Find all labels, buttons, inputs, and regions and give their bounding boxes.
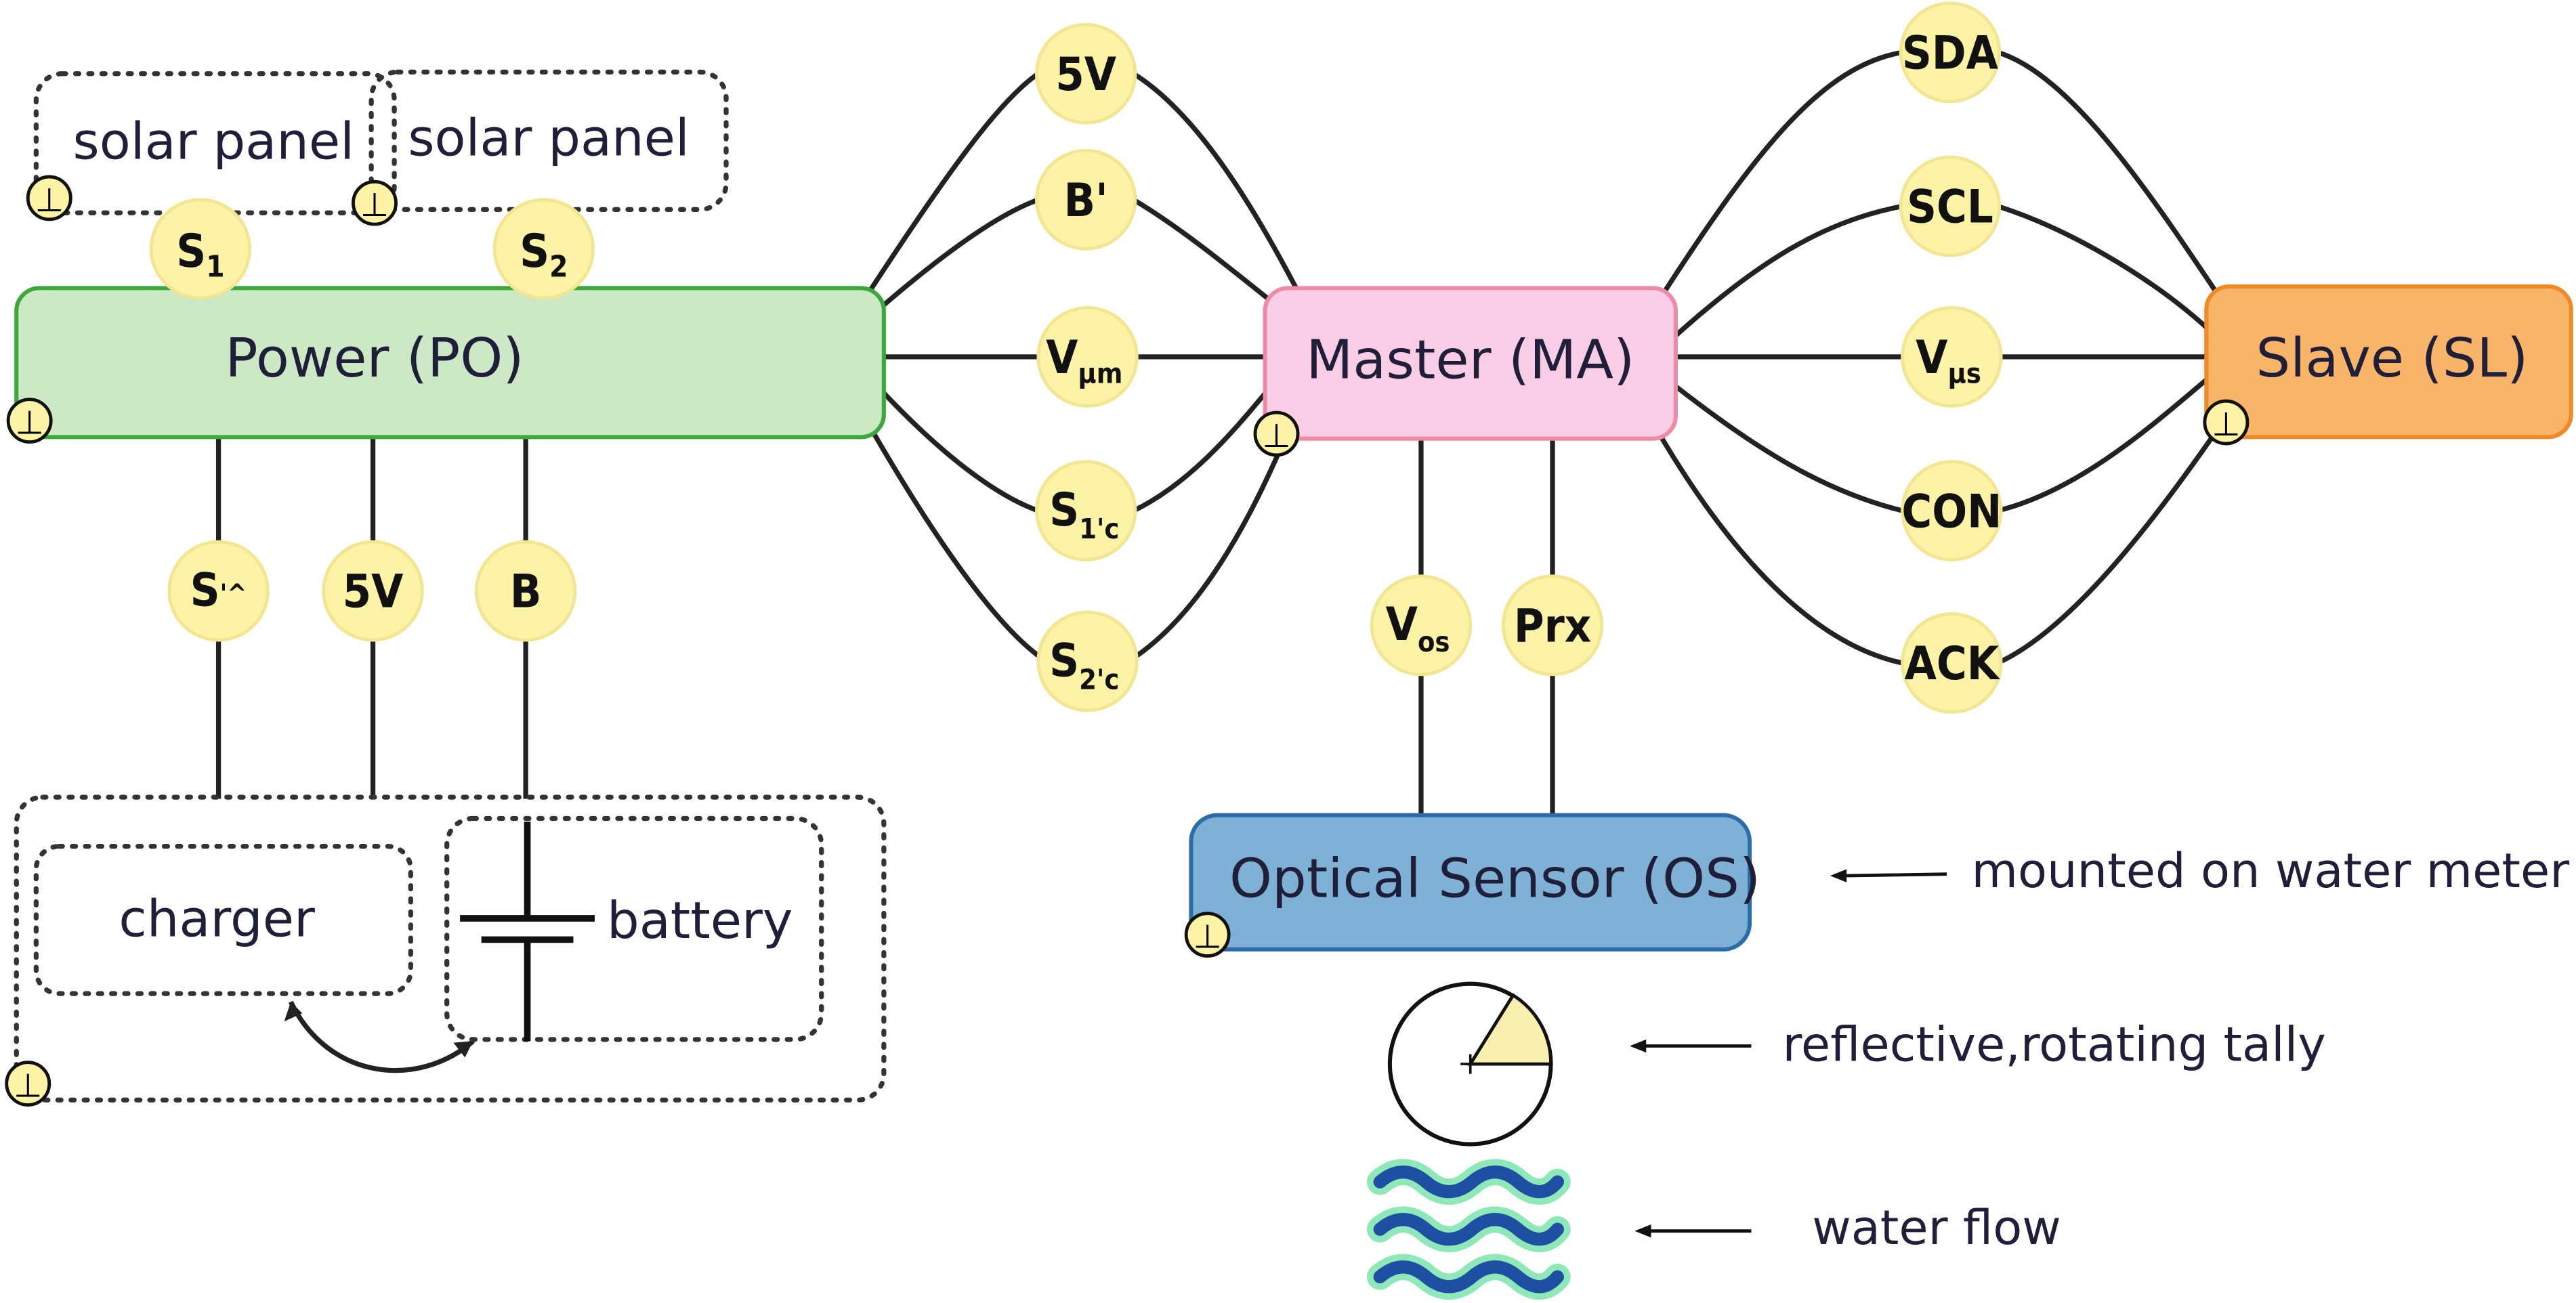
water-flow-icon — [1366, 1159, 1571, 1300]
wire-power-5v-top — [865, 71, 1040, 297]
svg-text:S'^: S'^ — [190, 563, 247, 616]
charging-unit: charger battery — [14, 794, 887, 1103]
wire-5v-master — [1132, 71, 1301, 293]
charger-label: charger — [119, 889, 315, 949]
wire-scl-slave — [1997, 204, 2208, 330]
signal-s-charge: S'^ — [167, 540, 270, 642]
svg-text:S1'c: S1'c — [1049, 483, 1119, 545]
rotating-tally — [1387, 981, 1553, 1147]
ground-symbols: ⊥ ⊥ ⊥ ⊥ ⊥ ⊥ ⊥ — [5, 175, 2250, 1107]
power-block: Power (PO) — [14, 286, 886, 440]
wire-master-con — [1674, 384, 1903, 513]
signal-5v-bottom: 5V — [322, 540, 424, 642]
signal-b-prime: B' — [1034, 148, 1137, 251]
charger-arrowhead — [284, 1002, 303, 1022]
wire-master-ack — [1657, 432, 1903, 666]
svg-text:⊥: ⊥ — [2212, 406, 2240, 444]
wire-master-sda — [1660, 49, 1903, 297]
ground-icon-master: ⊥ — [1253, 410, 1300, 457]
annotation-tally: reflective,rotating tally — [1783, 1017, 2326, 1072]
wire-ack-slave — [1996, 427, 2220, 666]
ground-icon-sensor: ⊥ — [1184, 912, 1231, 958]
wire-master-scl — [1674, 203, 1903, 338]
signal-ack: ACK — [1901, 612, 2003, 714]
svg-text:S1: S1 — [176, 224, 224, 284]
svg-text:Vµs: Vµs — [1916, 330, 1981, 389]
wire-s2c-master — [1132, 437, 1287, 660]
battery-box — [444, 815, 824, 1042]
svg-text:ACK: ACK — [1905, 637, 2001, 690]
ground-icon-power: ⊥ — [6, 398, 53, 444]
signal-con: CON — [1901, 460, 2003, 562]
ground-icon-slave: ⊥ — [2203, 399, 2250, 446]
solar-panel-2-label: solar panel — [408, 108, 689, 168]
battery-icon — [460, 821, 595, 1042]
wire-bprime-master — [1132, 197, 1275, 305]
charger-battery-link — [289, 1000, 475, 1073]
signal-v-um: Vµm — [1036, 305, 1139, 408]
arrow-flow — [1634, 1224, 1651, 1238]
signal-v-us: Vµs — [1901, 305, 2003, 408]
annotation-flow: water flow — [1812, 1200, 2061, 1256]
svg-text:S2: S2 — [520, 224, 568, 284]
signal-s2c: S2'c — [1036, 610, 1139, 712]
svg-text:⊥: ⊥ — [360, 186, 389, 224]
solar-panel-1-label: solar panel — [73, 112, 354, 171]
svg-text:⊥: ⊥ — [35, 181, 64, 219]
svg-text:S2'c: S2'c — [1049, 633, 1119, 696]
svg-text:CON: CON — [1901, 484, 2002, 538]
slave-block: Slave (SL) — [2204, 284, 2573, 440]
wire-sda-slave — [1997, 49, 2220, 297]
wire-power-s2c — [865, 421, 1043, 660]
solar-panel-1: solar panel — [33, 71, 397, 215]
power-label: Power (PO) — [225, 326, 524, 389]
wire-s1c-master — [1132, 387, 1271, 513]
annotations: mounted on water meter reflective,rotati… — [1629, 843, 2569, 1256]
battery-arrowhead — [453, 1041, 473, 1058]
svg-text:5V: 5V — [1055, 47, 1116, 101]
svg-text:5V: 5V — [343, 565, 404, 618]
optical-sensor-block: Optical Sensor (OS) — [1189, 813, 1760, 952]
signal-sda: SDA — [1899, 1, 2002, 104]
signal-nodes: S1 S2 S'^ 5V B 5V B' Vµm — [149, 1, 2003, 714]
signal-v-os: Vos — [1370, 574, 1473, 677]
svg-text:SCL: SCL — [1907, 180, 1993, 234]
annotation-mounted: mounted on water meter — [1971, 843, 2569, 899]
ground-icon-solar1: ⊥ — [26, 175, 72, 221]
signal-prx: Prx — [1501, 574, 1604, 677]
arrow-tally — [1629, 1039, 1647, 1053]
solar-panel-2: solar panel — [368, 69, 729, 213]
svg-text:B: B — [510, 565, 542, 618]
tally-reflective-sector — [1467, 993, 1553, 1066]
signal-s1c: S1'c — [1034, 460, 1137, 562]
svg-text:Vµm: Vµm — [1046, 330, 1122, 389]
master-label: Master (MA) — [1306, 328, 1634, 391]
wire-power-bprime — [879, 197, 1040, 310]
svg-text:B': B' — [1064, 173, 1108, 227]
signal-s2: S2 — [492, 198, 595, 300]
arrow-mounted — [1830, 869, 1847, 882]
battery-label: battery — [607, 891, 793, 950]
optical-sensor-label: Optical Sensor (OS) — [1229, 847, 1760, 910]
svg-text:⊥: ⊥ — [16, 404, 44, 442]
svg-text:⊥: ⊥ — [1194, 918, 1222, 956]
slave-label: Slave (SL) — [2256, 326, 2528, 389]
charger-box — [33, 844, 413, 996]
svg-text:⊥: ⊥ — [1262, 417, 1290, 455]
master-block: Master (MA) — [1263, 286, 1678, 441]
wire-con-slave — [1997, 377, 2208, 513]
svg-text:Vos: Vos — [1386, 597, 1450, 658]
svg-text:⊥: ⊥ — [14, 1067, 42, 1105]
svg-text:Prx: Prx — [1514, 599, 1591, 653]
ground-icon-solar2: ⊥ — [352, 179, 398, 226]
signal-5v-top: 5V — [1034, 22, 1137, 125]
ground-icon-charging: ⊥ — [5, 1061, 51, 1107]
signal-s1: S1 — [149, 198, 252, 300]
svg-text:SDA: SDA — [1902, 26, 1998, 80]
wire-power-s1c — [879, 387, 1040, 513]
signal-scl: SCL — [1899, 155, 2002, 257]
signal-b: B — [474, 540, 577, 642]
